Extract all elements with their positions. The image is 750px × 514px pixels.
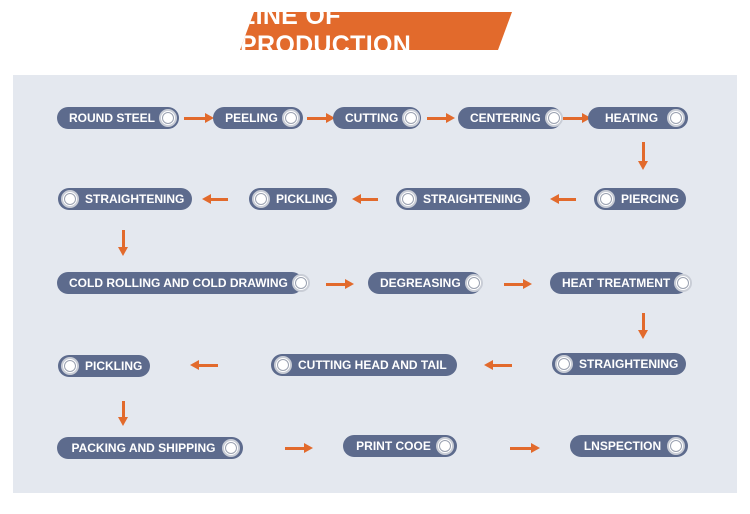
step-label: CUTTING HEAD AND TAIL (298, 358, 447, 372)
radio-circle-icon (61, 190, 79, 208)
radio-circle-icon (555, 355, 573, 373)
step-heating: HEATING (588, 107, 688, 129)
arrow-right-icon (563, 113, 591, 123)
step-label: PEELING (225, 111, 278, 125)
step-label: CENTERING (470, 111, 541, 125)
step-label: LNSPECTION (583, 439, 662, 453)
step-label: STRAIGHTENING (85, 192, 185, 206)
radio-circle-icon (252, 190, 270, 208)
step-label: HEAT TREATMENT (562, 276, 671, 290)
step-label: DEGREASING (380, 276, 461, 290)
radio-circle-icon (436, 437, 454, 455)
radio-circle-icon (159, 109, 178, 127)
radio-circle-icon (402, 109, 421, 127)
step-heat-treatment: HEAT TREATMENT (550, 272, 693, 294)
step-label: PICKLING (85, 359, 143, 373)
radio-circle-icon (61, 357, 79, 375)
step-label: STRAIGHTENING (579, 357, 679, 371)
arrow-left-icon (484, 360, 512, 370)
step-straightening-2: STRAIGHTENING (58, 188, 192, 210)
arrow-left-icon (352, 194, 378, 204)
step-inspection: LNSPECTION (570, 435, 688, 457)
arrow-right-icon (427, 113, 455, 123)
arrow-down-icon (638, 142, 648, 170)
step-pickling-1: PICKLING (249, 188, 337, 210)
title-banner: LINE OF PRODUCTION (240, 12, 512, 50)
step-label: PRINT COOE (356, 439, 431, 453)
step-label: HEATING (604, 111, 659, 125)
radio-circle-icon (464, 274, 483, 292)
step-label: CUTTING (345, 111, 399, 125)
arrow-left-icon (202, 194, 228, 204)
arrow-right-icon (184, 113, 214, 123)
step-pickling-2: PICKLING (58, 355, 150, 377)
arrow-right-icon (326, 279, 354, 289)
radio-circle-icon (674, 274, 693, 292)
radio-circle-icon (597, 190, 615, 208)
step-packing-shipping: PACKING AND SHIPPING (57, 437, 243, 459)
step-label: PIERCING (621, 192, 680, 206)
step-peeling: PEELING (213, 107, 303, 129)
step-label: PACKING AND SHIPPING (71, 441, 216, 455)
radio-circle-icon (544, 109, 563, 127)
arrow-left-icon (190, 360, 218, 370)
step-straightening-3: STRAIGHTENING (552, 353, 686, 375)
step-cutting-head-tail: CUTTING HEAD AND TAIL (271, 354, 457, 376)
step-cold-rolling: COLD ROLLING AND COLD DRAWING (57, 272, 310, 294)
arrow-right-icon (307, 113, 335, 123)
arrow-right-icon (285, 443, 313, 453)
step-print-code: PRINT COOE (343, 435, 457, 457)
step-degreasing: DEGREASING (368, 272, 483, 294)
step-label: ROUND STEEL (69, 111, 156, 125)
page-title: LINE OF PRODUCTION (240, 2, 412, 59)
radio-circle-icon (667, 109, 685, 127)
radio-circle-icon (667, 437, 685, 455)
step-straightening-1: STRAIGHTENING (396, 188, 530, 210)
arrow-left-icon (550, 194, 576, 204)
step-label: PICKLING (276, 192, 334, 206)
radio-circle-icon (282, 109, 300, 127)
arrow-right-icon (510, 443, 540, 453)
step-cutting: CUTTING (333, 107, 421, 129)
radio-circle-icon (274, 356, 292, 374)
step-label: COLD ROLLING AND COLD DRAWING (69, 276, 288, 290)
radio-circle-icon (399, 190, 417, 208)
step-centering: CENTERING (458, 107, 563, 129)
arrow-down-icon (638, 313, 648, 339)
step-label: STRAIGHTENING (423, 192, 523, 206)
step-round-steel: ROUND STEEL (57, 107, 179, 129)
arrow-down-icon (118, 230, 128, 256)
arrow-down-icon (118, 401, 128, 426)
step-piercing: PIERCING (594, 188, 686, 210)
radio-circle-icon (291, 274, 310, 292)
radio-circle-icon (222, 439, 240, 457)
arrow-right-icon (504, 279, 532, 289)
